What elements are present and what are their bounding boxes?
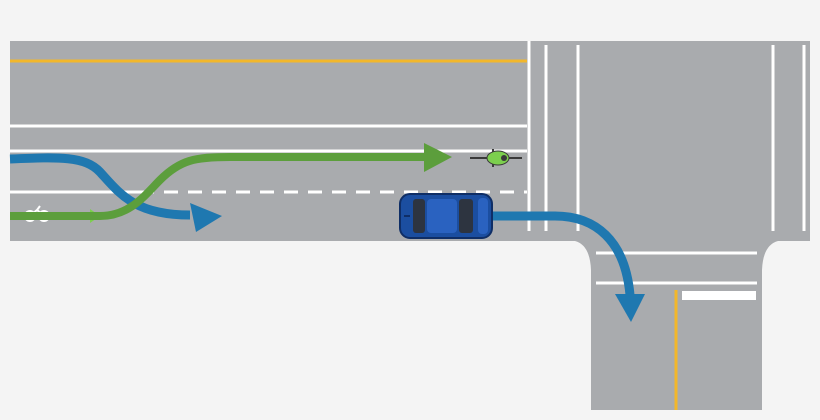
bike-path-arrowhead xyxy=(424,143,452,172)
cross-stop-bar xyxy=(682,291,756,300)
car-path-arrowhead xyxy=(190,203,222,232)
car-rear-window xyxy=(413,199,425,233)
car-roof xyxy=(427,199,457,233)
right-turn-arrowhead xyxy=(615,294,645,322)
cyclist-icon xyxy=(470,149,522,167)
right-turn-arrow xyxy=(492,211,645,322)
blue-car xyxy=(399,193,493,239)
car-path-arrow xyxy=(9,153,222,232)
car-windshield xyxy=(459,199,473,233)
bike-path-arrow xyxy=(10,143,452,220)
